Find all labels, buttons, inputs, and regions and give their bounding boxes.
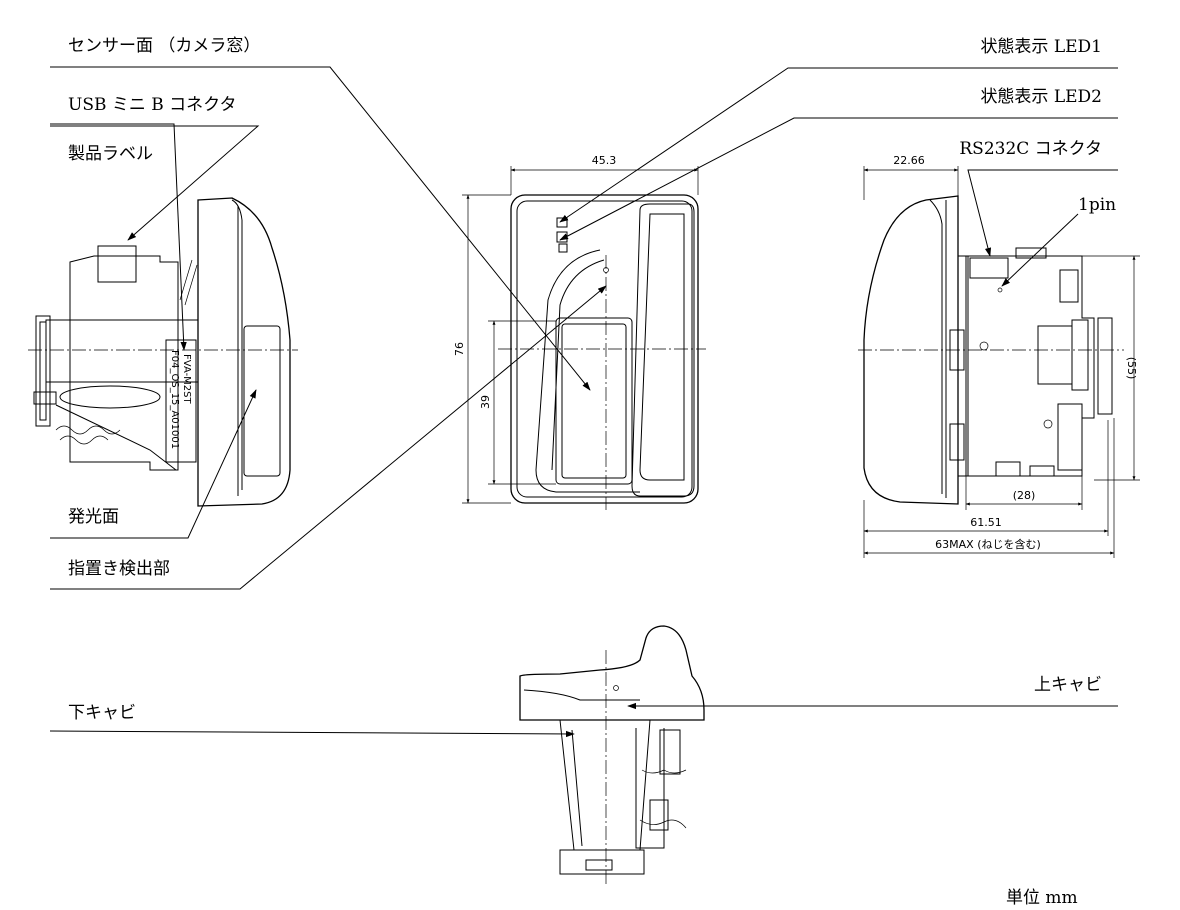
dim-window-height: 39 <box>479 395 492 409</box>
callout-finger-detect: 指置き検出部 <box>68 559 170 579</box>
callout-1pin: 1pin <box>1078 195 1116 215</box>
label-code-text: F04_OS_15_A01001 <box>169 350 180 449</box>
callout-led1: 状態表示 LED1 <box>980 37 1102 57</box>
dim-side-board: (28) <box>1013 489 1036 502</box>
callout-led2: 状態表示 LED2 <box>980 87 1102 107</box>
callout-emitting-face: 発光面 <box>68 507 119 527</box>
unit-label: 単位 mm <box>1006 888 1078 908</box>
left-side-view: FVA-M2ST F04_OS_15_A01001 <box>28 197 298 507</box>
callout-lower-cabinet: 下キャビ <box>68 703 136 723</box>
callout-product-label: 製品ラベル <box>68 144 153 164</box>
callout-usb-connector: USB ミニ B コネクタ <box>68 95 237 115</box>
callout-labels: センサー面 （カメラ窓） USB ミニ B コネクタ 製品ラベル 発光面 指置き… <box>68 36 1116 908</box>
callout-rs232c: RS232C コネクタ <box>959 139 1102 159</box>
callout-sensor-face: センサー面 （カメラ窓） <box>68 36 260 56</box>
callout-upper-cabinet: 上キャビ <box>1034 675 1102 695</box>
label-model-text: FVA-M2ST <box>181 354 192 405</box>
bottom-view <box>519 625 705 884</box>
dim-side-top: 22.66 <box>893 154 925 167</box>
dim-side-depth: 61.51 <box>970 516 1002 529</box>
dim-side-max: 63MAX (ねじを含む) <box>935 537 1041 551</box>
dim-front-height: 76 <box>453 342 466 356</box>
dim-front-width: 45.3 <box>592 154 617 167</box>
dim-side-height: (55) <box>1125 357 1138 380</box>
right-side-view: 22.66 (55) (28) 61.51 63MAX (ねじを含む) <box>858 154 1140 558</box>
front-view: 45.3 76 39 <box>453 154 706 510</box>
leader-lines <box>49 66 1118 738</box>
